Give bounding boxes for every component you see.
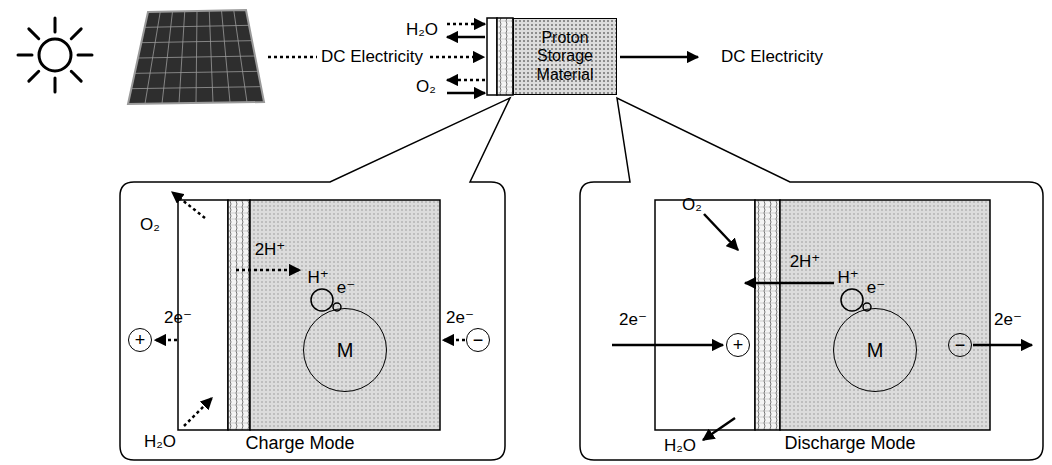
panel-grid xyxy=(131,87,261,89)
membrane xyxy=(228,200,250,430)
sun-ray xyxy=(54,78,57,92)
terminal-symbol: + xyxy=(128,328,152,352)
sun-ray xyxy=(71,29,81,39)
electron-circle xyxy=(333,303,341,311)
dotted-arrow xyxy=(443,339,465,342)
solid-arrow xyxy=(745,282,834,285)
symbol-text: M xyxy=(867,340,884,360)
solid-arrow xyxy=(973,344,1032,347)
dotted-arrow xyxy=(155,339,177,342)
species-label: 2e⁻ xyxy=(994,310,1022,330)
sun-ray xyxy=(78,54,92,57)
species-label: O₂ xyxy=(140,215,160,235)
species-label: e⁻ xyxy=(867,278,885,298)
proton-circle xyxy=(841,289,863,311)
storage-box: Proton Storage Material xyxy=(513,18,617,95)
species-label: O₂ xyxy=(416,77,436,97)
dotted-arrow xyxy=(172,192,205,218)
metal-circle: M xyxy=(833,308,917,392)
sun-icon xyxy=(18,18,92,92)
panel-grid xyxy=(138,56,255,58)
sun-ray xyxy=(71,71,81,81)
species-label: H₂O xyxy=(406,20,438,40)
solid-arrow xyxy=(447,36,485,39)
dotted-arrow xyxy=(236,269,300,272)
terminal-symbol: − xyxy=(466,328,490,352)
species-label: 2e⁻ xyxy=(164,308,192,328)
symbol-text: − xyxy=(473,331,484,349)
species-label: O₂ xyxy=(682,195,702,215)
species-label: H₂O xyxy=(144,432,176,452)
membrane xyxy=(755,200,780,430)
species-label: 2e⁻ xyxy=(446,308,474,328)
bubble-outline xyxy=(578,92,1047,462)
symbol-text: + xyxy=(733,336,744,354)
dotted-arrow xyxy=(447,79,485,82)
species-label: H₂O xyxy=(664,436,696,456)
electrode xyxy=(655,200,755,430)
solid-arrow xyxy=(704,214,738,250)
bubble-outline xyxy=(580,98,1043,460)
dotted-arrow xyxy=(447,23,485,26)
solid-arrow xyxy=(620,56,698,59)
mode-title: Discharge Mode xyxy=(784,433,915,454)
symbol-text: − xyxy=(955,336,966,354)
proton-circle xyxy=(311,289,333,311)
symbol-text: M xyxy=(337,340,354,360)
sun-ray xyxy=(18,54,32,57)
membrane xyxy=(497,18,513,95)
dotted-arrow xyxy=(184,398,212,426)
species-label: 2H⁺ xyxy=(790,252,821,272)
electron-circle xyxy=(863,303,871,311)
species-label: H⁺ xyxy=(837,268,858,288)
solid-arrow xyxy=(703,418,735,440)
terminal-symbol: + xyxy=(726,333,750,357)
electrode xyxy=(487,18,497,95)
panel-grid xyxy=(135,71,258,73)
storage-material xyxy=(780,200,990,430)
symbol-text: + xyxy=(135,331,146,349)
panel-grid xyxy=(141,41,252,43)
species-label: 2H⁺ xyxy=(255,240,286,260)
solid-arrow xyxy=(447,92,485,95)
solid-arrow xyxy=(612,344,723,347)
solar-panel xyxy=(128,10,264,104)
panel-grid xyxy=(145,25,249,27)
flow-label: DC Electricity xyxy=(721,47,823,67)
sun-ray xyxy=(29,71,39,81)
species-label: e⁻ xyxy=(337,278,355,298)
storage-material xyxy=(250,200,440,430)
bubble-outline xyxy=(120,98,510,460)
sun-ray xyxy=(29,29,39,39)
box-text: Proton Storage Material xyxy=(518,29,612,84)
flow-label: DC Electricity xyxy=(317,47,427,67)
metal-circle: M xyxy=(303,308,387,392)
terminal-symbol: − xyxy=(948,333,972,357)
mode-title: Charge Mode xyxy=(245,433,354,454)
species-label: H⁺ xyxy=(307,268,328,288)
species-label: 2e⁻ xyxy=(619,310,647,330)
sun-ray xyxy=(54,18,57,32)
callout-bubble: Discharge Mode + M − xyxy=(578,92,1047,462)
